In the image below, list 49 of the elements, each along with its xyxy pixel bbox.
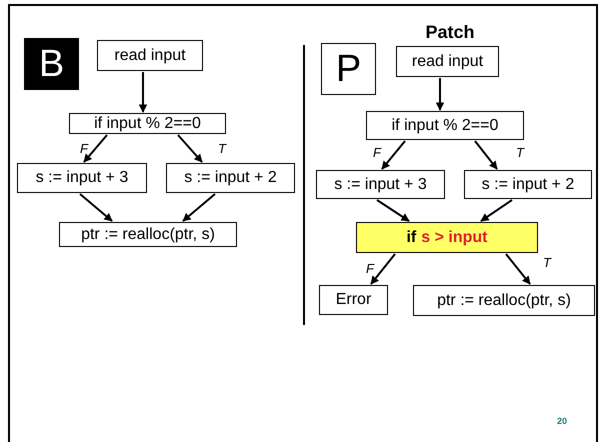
- process-box: [166, 163, 295, 193]
- arrow: [436, 78, 444, 111]
- node-text: B: [38, 42, 64, 86]
- process-box: [464, 170, 592, 199]
- process-box: [17, 163, 147, 193]
- arrow: [381, 140, 406, 170]
- node-text: if input % 2==0: [392, 116, 498, 134]
- node-text: s := input + 2: [184, 169, 277, 187]
- process-box: [396, 46, 499, 77]
- node-text: Error: [336, 291, 372, 309]
- edge-label: T: [543, 255, 551, 270]
- heading: Patch: [425, 22, 475, 43]
- arrow: [480, 199, 513, 222]
- arrow: [376, 199, 410, 222]
- arrow: [505, 253, 531, 285]
- edge-label: T: [516, 145, 524, 160]
- arrow: [83, 134, 108, 163]
- node-text: s := input + 3: [36, 169, 128, 187]
- panel-badge: [24, 38, 79, 90]
- arrow: [177, 134, 203, 163]
- condition-text: s > input: [421, 228, 488, 246]
- process-box: [59, 222, 237, 247]
- edge-label: F: [373, 145, 381, 160]
- node-text: if: [406, 228, 416, 246]
- panel-badge: [321, 43, 376, 95]
- process-box: [97, 40, 203, 71]
- edge-label: T: [218, 141, 226, 156]
- arrow: [370, 253, 396, 285]
- edge-label: F: [80, 141, 88, 156]
- decision-box: [356, 222, 538, 253]
- arrow: [138, 72, 148, 113]
- node-text: s := input + 3: [334, 176, 427, 194]
- node-text: if input % 2==0: [94, 114, 201, 132]
- edge-label: F: [366, 261, 374, 276]
- node-text: P: [336, 48, 362, 90]
- process-box: [319, 285, 388, 315]
- arrow: [79, 193, 113, 222]
- node-text: ptr := realloc(ptr, s): [437, 292, 571, 310]
- node-text: read input: [114, 46, 186, 64]
- node-text: read input: [412, 52, 484, 70]
- process-box: [366, 111, 524, 140]
- process-box: [413, 285, 595, 316]
- arrow: [474, 140, 498, 170]
- node-text: s := input + 2: [482, 176, 574, 194]
- page-number: 20: [557, 416, 568, 426]
- node-text: ptr := realloc(ptr, s): [81, 226, 215, 244]
- arrow: [182, 193, 216, 222]
- process-box: [316, 170, 445, 199]
- process-box: [69, 113, 226, 134]
